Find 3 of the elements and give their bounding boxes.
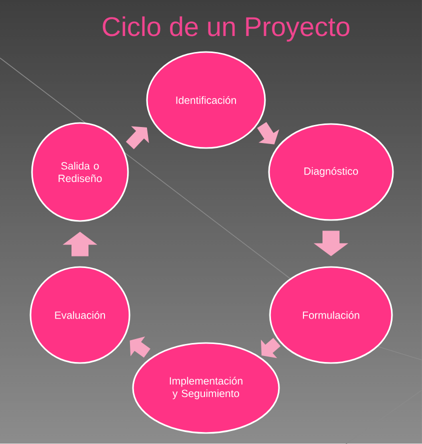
block-arrow <box>257 122 280 144</box>
title: Ciclo de un Proyecto <box>102 16 350 42</box>
block-arrow <box>126 126 149 150</box>
